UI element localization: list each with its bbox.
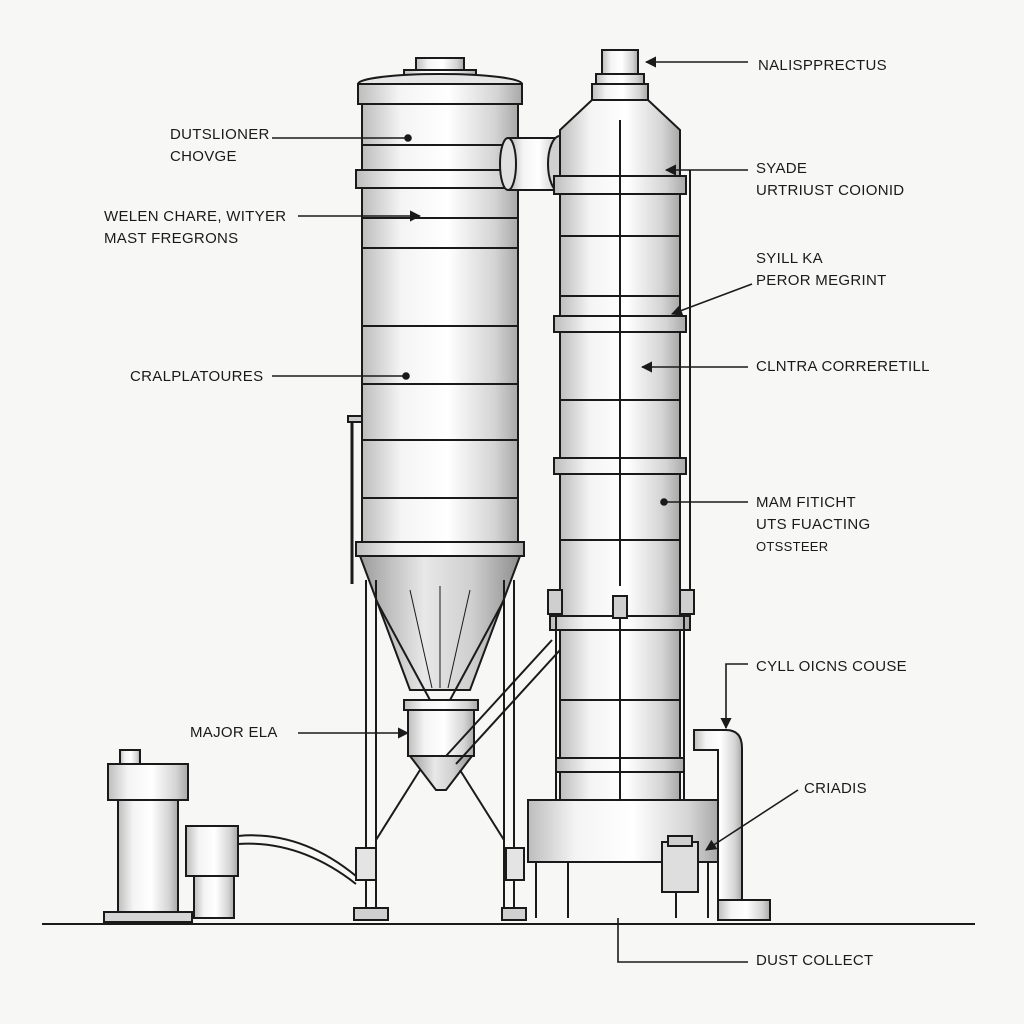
label-right-6: CRIADIS	[804, 780, 867, 797]
left-silo	[347, 57, 527, 921]
label-right-2: SYILL KA PEROR MEGRINT	[756, 250, 887, 289]
label-left-2: WELEN CHARE, WITYER MAST FREGRONS	[104, 208, 287, 247]
label-left-4: MAJOR ELA	[190, 724, 278, 741]
label-bottom: DUST COLLECT	[756, 952, 874, 969]
right-tower	[527, 49, 719, 918]
label-right-1: SYADE URTRIUST COIONID	[756, 160, 905, 199]
leader-lines	[272, 56, 799, 963]
label-right-4: MAM FITICHT UTS FUACTING OTSSTEER	[756, 494, 871, 554]
transfer-pipe	[445, 639, 561, 765]
label-top-right: NALISPPRECTUS	[758, 57, 887, 74]
label-left-3: CRALPLATOURES	[130, 368, 264, 385]
label-right-3: CLNTRA CORRERETILL	[756, 358, 930, 375]
return-pipe	[693, 729, 771, 921]
label-right-5: CYLL OICNS COUSE	[756, 658, 907, 675]
auxiliary-pump	[103, 749, 357, 923]
label-left-1: DUTSLIONER CHOVGE	[170, 126, 270, 165]
